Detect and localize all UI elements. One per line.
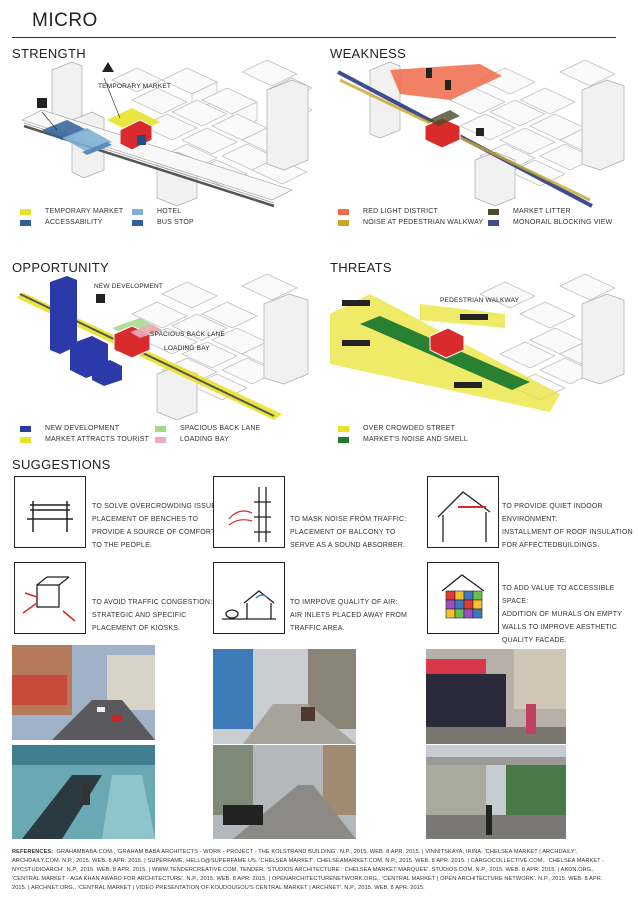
suggestion-text-6: TO ADD VALUE TO ACCESSIBLE SPACE:ADDITIO…: [502, 585, 623, 644]
suggestion-text-1: TO SOLVE OVERCROWDING ISSUE:PLACEMENT OF…: [92, 503, 219, 549]
legend-swatch: [132, 219, 143, 226]
strength-heading: STRENGTH: [12, 46, 86, 61]
legend-item: OVER CROWDED STREET: [338, 425, 538, 432]
legend-swatch: [338, 208, 349, 215]
photo-motorbike-lane: [213, 745, 356, 839]
page-title: MICRO: [32, 10, 98, 31]
threats-diagram: [330, 274, 626, 420]
legend-item: MARKET ATTRACTS TOURIST: [20, 436, 160, 443]
references-label: REFERENCES:: [12, 849, 54, 855]
legend-swatch: [488, 219, 499, 226]
references: REFERENCES: GRAHAMBABA.COM., 'GRAHAM BAB…: [12, 848, 608, 893]
legend-item: LOADING BAY: [155, 436, 285, 443]
suggestion-text-4: TO AVOID TRAFFIC CONGESTION:STRATEGIC AN…: [92, 599, 213, 632]
suggestion-text-2: TO MASK NOISE FROM TRAFFIC:PLACEMENT OF …: [290, 516, 407, 549]
temporary-market-label: TEMPORARY MARKET: [98, 83, 172, 90]
pedestrian-walkway-label: PEDESTRIAN WALKWAY: [440, 297, 520, 304]
legend-swatch: [132, 208, 143, 215]
balcony-sketch: [213, 476, 285, 548]
references-text: GRAHAMBABA.COM., 'GRAHAM BABA ARCHITECTS…: [12, 849, 605, 891]
mural-sketch: [427, 562, 499, 634]
suggestions-heading: SUGGESTIONS: [12, 457, 111, 472]
legend-item: NOISE AT PEDESTRIAN WALKWAY: [338, 219, 488, 226]
legend-item: MARKET'S NOISE AND SMELL: [338, 436, 538, 443]
weakness-diagram: [330, 60, 626, 208]
photo-back-lane: [213, 649, 356, 744]
legend-item: BUS STOP: [132, 219, 242, 226]
legend-swatch: [155, 436, 166, 443]
opportunity-diagram: [12, 274, 312, 420]
opportunity-heading: OPPORTUNITY: [12, 260, 109, 275]
legend-swatch: [155, 425, 166, 432]
legend-item: SPACIOUS BACK LANE: [155, 425, 285, 432]
photo-escalator: [12, 745, 155, 839]
photo-monorail-street: [426, 745, 566, 839]
bench-sketch: [14, 476, 86, 548]
legend-swatch: [338, 425, 349, 432]
new-development-label: NEW DEVELOPMENT: [94, 283, 164, 290]
weakness-heading: WEAKNESS: [330, 46, 407, 61]
legend-swatch: [20, 425, 31, 432]
air-inlet-sketch: [213, 562, 285, 634]
legend-swatch: [488, 208, 499, 215]
photo-street-traffic: [12, 645, 155, 740]
legend-item: MONORAIL BLOCKING VIEW: [488, 219, 618, 226]
legend-swatch: [20, 436, 31, 443]
legend-item: TEMPORARY MARKET: [20, 208, 130, 215]
legend-item: MARKET LITTER: [488, 208, 618, 215]
spacious-back-lane-label: SPACIOUS BACK LANE: [150, 331, 226, 338]
legend-item: NEW DEVELOPMENT: [20, 425, 160, 432]
legend-item: RED LIGHT DISTRICT: [338, 208, 488, 215]
roof-insulation-sketch: [427, 476, 499, 548]
legend-item: HOTEL: [132, 208, 242, 215]
photo-market-stall: [426, 649, 566, 744]
legend-swatch: [338, 219, 349, 226]
title-rule: [12, 37, 616, 38]
legend-swatch: [20, 208, 31, 215]
kiosk-sketch: [14, 562, 86, 634]
loading-bay-label: LOADING BAY: [164, 345, 210, 352]
legend-item: ACCESSABILITY: [20, 219, 130, 226]
legend-swatch: [20, 219, 31, 226]
suggestion-text-5: TO IMRPOVE QUALITY OF AIR:AIR INLETS PLA…: [290, 599, 408, 632]
threats-heading: THREATS: [330, 260, 392, 275]
legend-swatch: [338, 436, 349, 443]
strength-diagram: [12, 60, 312, 208]
